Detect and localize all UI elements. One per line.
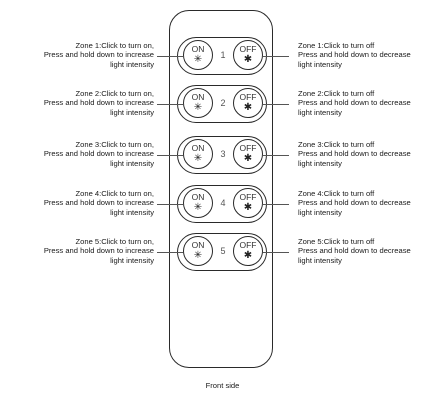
description-line: Zone 4:Click to turn on, <box>75 189 154 198</box>
description-line: light intensity <box>298 59 342 69</box>
sun-small-icon: ✱ <box>243 102 253 113</box>
callout-line-right <box>263 204 289 205</box>
description-line: Zone 5:Click to turn on, <box>75 237 154 246</box>
description-line: light intensity <box>110 158 154 168</box>
zone-off-description: Zone 2:Click to turn off Press and hold … <box>298 89 411 117</box>
description-line: light intensity <box>298 255 342 265</box>
zone-2-on-button[interactable]: ON ✳ <box>183 88 213 118</box>
zone-3-off-button[interactable]: OFF ✱ <box>233 139 263 169</box>
description-line: Zone 2:Click to turn off <box>298 89 375 98</box>
zone-2-off-button[interactable]: OFF ✱ <box>233 88 263 118</box>
callout-line-left <box>157 155 183 156</box>
zone-1-off-button[interactable]: OFF ✱ <box>233 40 263 70</box>
zone-1-on-button[interactable]: ON ✳ <box>183 40 213 70</box>
on-button-label: ON <box>191 240 205 250</box>
description-line: Press and hold down to increase <box>43 50 154 60</box>
zone-row-4: ON ✳ 4 OFF ✱ Zone 4:Click to turn on, Pr… <box>0 185 445 225</box>
description-line: Zone 5:Click to turn off <box>298 237 375 246</box>
description-line: Press and hold down to increase <box>43 246 154 256</box>
on-button-label: ON <box>191 192 205 202</box>
description-line: light intensity <box>110 255 154 265</box>
description-line: Press and hold down to increase <box>43 149 154 159</box>
callout-line-left <box>157 204 183 205</box>
zone-number: 5 <box>220 246 226 256</box>
zone-row-3: ON ✳ 3 OFF ✱ Zone 3:Click to turn on, Pr… <box>0 136 445 176</box>
zone-row-5: ON ✳ 5 OFF ✱ Zone 5:Click to turn on, Pr… <box>0 233 445 273</box>
description-line: Press and hold down to increase <box>43 198 154 208</box>
description-line: light intensity <box>110 59 154 69</box>
description-line: light intensity <box>298 107 342 117</box>
on-button-label: ON <box>191 92 205 102</box>
description-line: Press and hold down to decrease <box>298 50 411 60</box>
zone-3-on-button[interactable]: ON ✳ <box>183 139 213 169</box>
description-line: Zone 4:Click to turn off <box>298 189 375 198</box>
zone-4-off-button[interactable]: OFF ✱ <box>233 188 263 218</box>
zone-4-on-button[interactable]: ON ✳ <box>183 188 213 218</box>
sun-small-icon: ✱ <box>243 54 253 65</box>
description-line: light intensity <box>110 207 154 217</box>
description-line: Zone 3:Click to turn off <box>298 140 375 149</box>
off-button-label: OFF <box>239 240 257 250</box>
on-button-label: ON <box>191 44 205 54</box>
zone-row-2: ON ✳ 2 OFF ✱ Zone 2:Click to turn on, Pr… <box>0 85 445 125</box>
sun-small-icon: ✱ <box>243 202 253 213</box>
callout-line-right <box>263 56 289 57</box>
zone-on-description: Zone 3:Click to turn on, Press and hold … <box>44 140 154 168</box>
zone-5-off-button[interactable]: OFF ✱ <box>233 236 263 266</box>
callout-line-right <box>263 252 289 253</box>
callout-line-right <box>263 155 289 156</box>
sun-small-icon: ✱ <box>243 153 253 164</box>
description-line: Press and hold down to decrease <box>298 98 411 108</box>
zone-number: 2 <box>220 98 226 108</box>
sun-large-icon: ✳ <box>193 202 203 213</box>
description-line: Zone 1:Click to turn on, <box>75 41 154 50</box>
off-button-label: OFF <box>239 192 257 202</box>
off-button-label: OFF <box>239 92 257 102</box>
zone-on-description: Zone 4:Click to turn on, Press and hold … <box>44 189 154 217</box>
callout-line-left <box>157 56 183 57</box>
zone-5-on-button[interactable]: ON ✳ <box>183 236 213 266</box>
callout-line-left <box>157 252 183 253</box>
zone-off-description: Zone 1:Click to turn off Press and hold … <box>298 41 411 69</box>
description-line: light intensity <box>298 158 342 168</box>
zone-off-description: Zone 4:Click to turn off Press and hold … <box>298 189 411 217</box>
zone-on-description: Zone 2:Click to turn on, Press and hold … <box>44 89 154 117</box>
description-line: Zone 3:Click to turn on, <box>75 140 154 149</box>
description-line: Press and hold down to decrease <box>298 198 411 208</box>
figure-caption: Front side <box>205 381 240 390</box>
zone-number: 3 <box>220 149 226 159</box>
description-line: Zone 1:Click to turn off <box>298 41 375 50</box>
callout-line-right <box>263 104 289 105</box>
off-button-label: OFF <box>239 44 257 54</box>
callout-line-left <box>157 104 183 105</box>
description-line: Press and hold down to decrease <box>298 149 411 159</box>
zone-on-description: Zone 1:Click to turn on, Press and hold … <box>44 41 154 69</box>
description-line: Press and hold down to decrease <box>298 246 411 256</box>
sun-large-icon: ✳ <box>193 153 203 164</box>
sun-large-icon: ✳ <box>193 54 203 65</box>
on-button-label: ON <box>191 143 205 153</box>
off-button-label: OFF <box>239 143 257 153</box>
zone-off-description: Zone 3:Click to turn off Press and hold … <box>298 140 411 168</box>
sun-small-icon: ✱ <box>243 250 253 261</box>
sun-large-icon: ✳ <box>193 102 203 113</box>
description-line: Zone 2:Click to turn on, <box>75 89 154 98</box>
zone-on-description: Zone 5:Click to turn on, Press and hold … <box>44 237 154 265</box>
zone-row-1: ON ✳ 1 OFF ✱ Zone 1:Click to turn on, Pr… <box>0 37 445 77</box>
sun-large-icon: ✳ <box>193 250 203 261</box>
description-line: light intensity <box>110 107 154 117</box>
zone-number: 4 <box>220 198 226 208</box>
zone-number: 1 <box>220 50 226 60</box>
description-line: light intensity <box>298 207 342 217</box>
zone-off-description: Zone 5:Click to turn off Press and hold … <box>298 237 411 265</box>
description-line: Press and hold down to increase <box>43 98 154 108</box>
